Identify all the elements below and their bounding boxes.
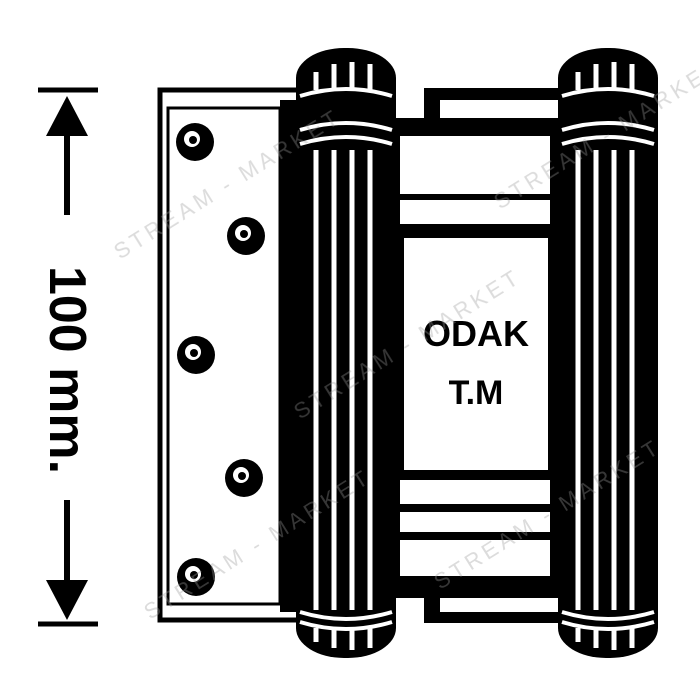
screw-icon	[227, 217, 265, 255]
arrow-up-icon	[46, 96, 88, 136]
brand-plate: ODAK T.M	[400, 234, 552, 474]
dimension-indicator: 100 mm.	[38, 87, 98, 627]
screw-icon	[177, 558, 215, 596]
brand-trademark: T.M	[449, 374, 504, 412]
screw-icon	[225, 459, 263, 497]
screw-icon	[177, 336, 215, 374]
left-plate-screws	[176, 123, 265, 596]
screw-icon	[176, 123, 214, 161]
left-barrel	[296, 48, 396, 658]
brand-name: ODAK	[423, 313, 529, 354]
dimension-label: 100 mm.	[38, 266, 96, 474]
right-barrel	[558, 48, 658, 658]
arrow-down-icon	[46, 580, 88, 620]
